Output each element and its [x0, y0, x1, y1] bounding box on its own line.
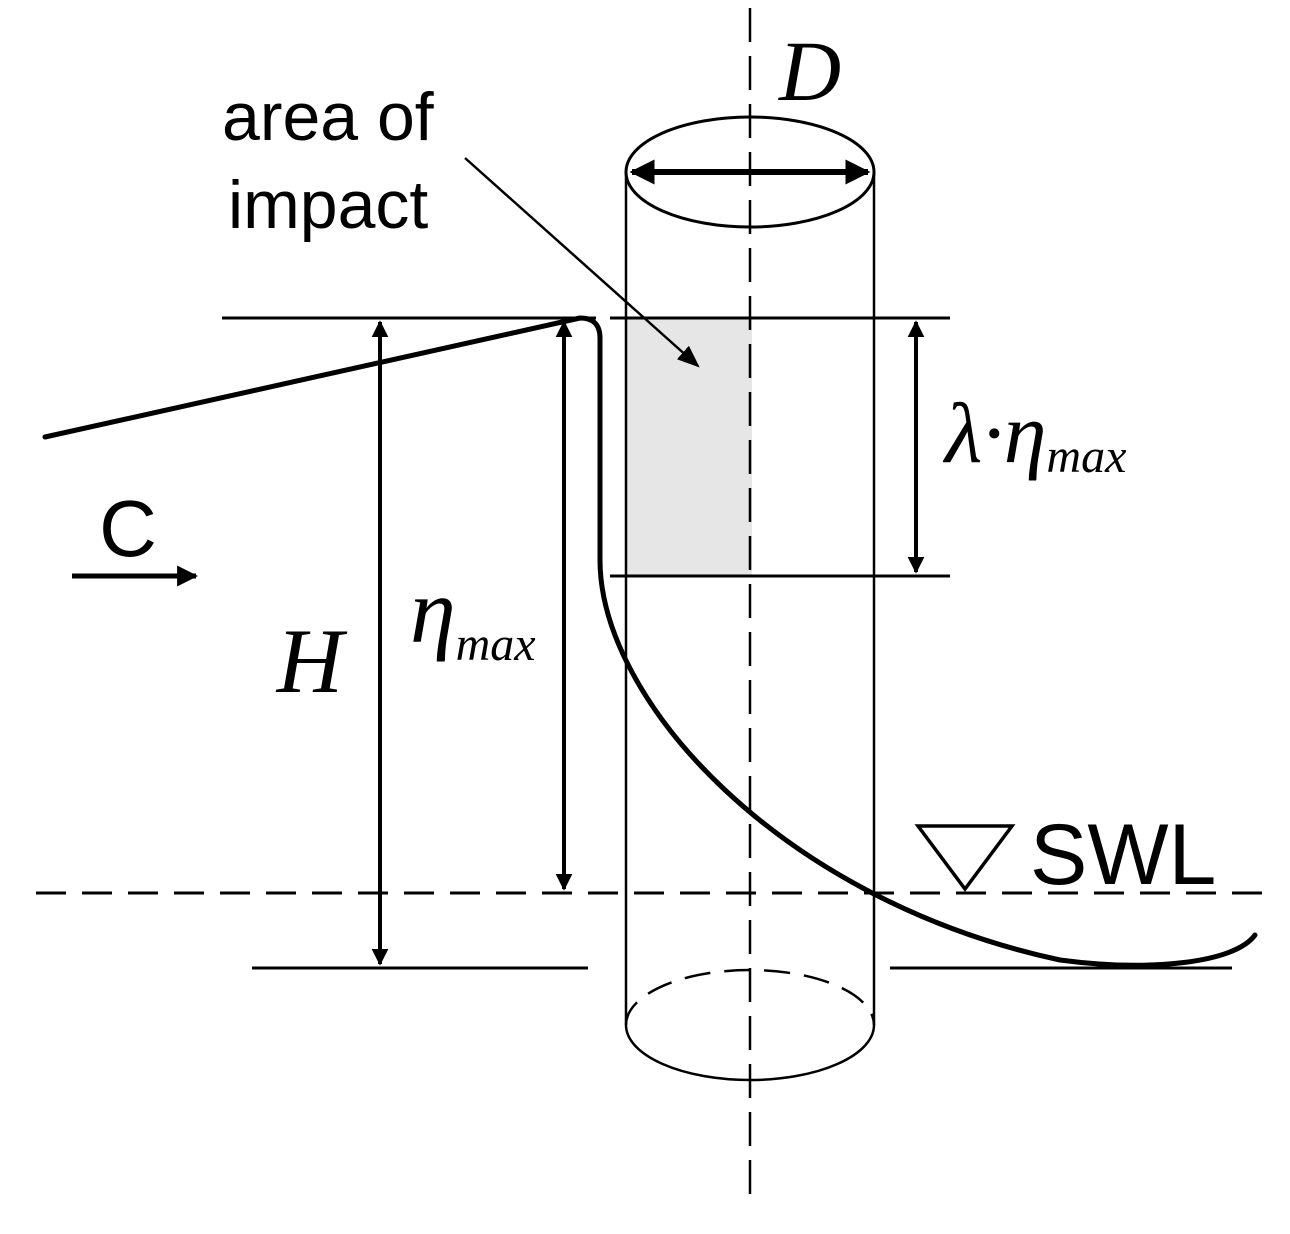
eta-symbol: η — [410, 560, 456, 662]
diameter-label: D — [778, 23, 841, 119]
area-of-impact-label-line2: impact — [228, 167, 428, 243]
celerity-label: C — [99, 484, 157, 573]
wave-height-label: H — [276, 610, 348, 712]
lambda-eta-symbol: η — [1004, 385, 1047, 481]
swl-label: SWL — [1030, 807, 1216, 903]
eta-max-label: ηmax — [410, 560, 536, 671]
area-of-impact-label-line1: area of — [222, 79, 434, 155]
area-of-impact-pointer-arrow — [464, 157, 700, 368]
eta-subscript: max — [456, 618, 536, 671]
swl-triangle-symbol — [914, 824, 1016, 892]
wave-profile — [42, 315, 1258, 968]
impact-height-label: λ·ηmax — [942, 385, 1126, 483]
lambda-eta-subscript: max — [1046, 430, 1126, 483]
lambda-symbol: λ· — [942, 385, 1004, 481]
